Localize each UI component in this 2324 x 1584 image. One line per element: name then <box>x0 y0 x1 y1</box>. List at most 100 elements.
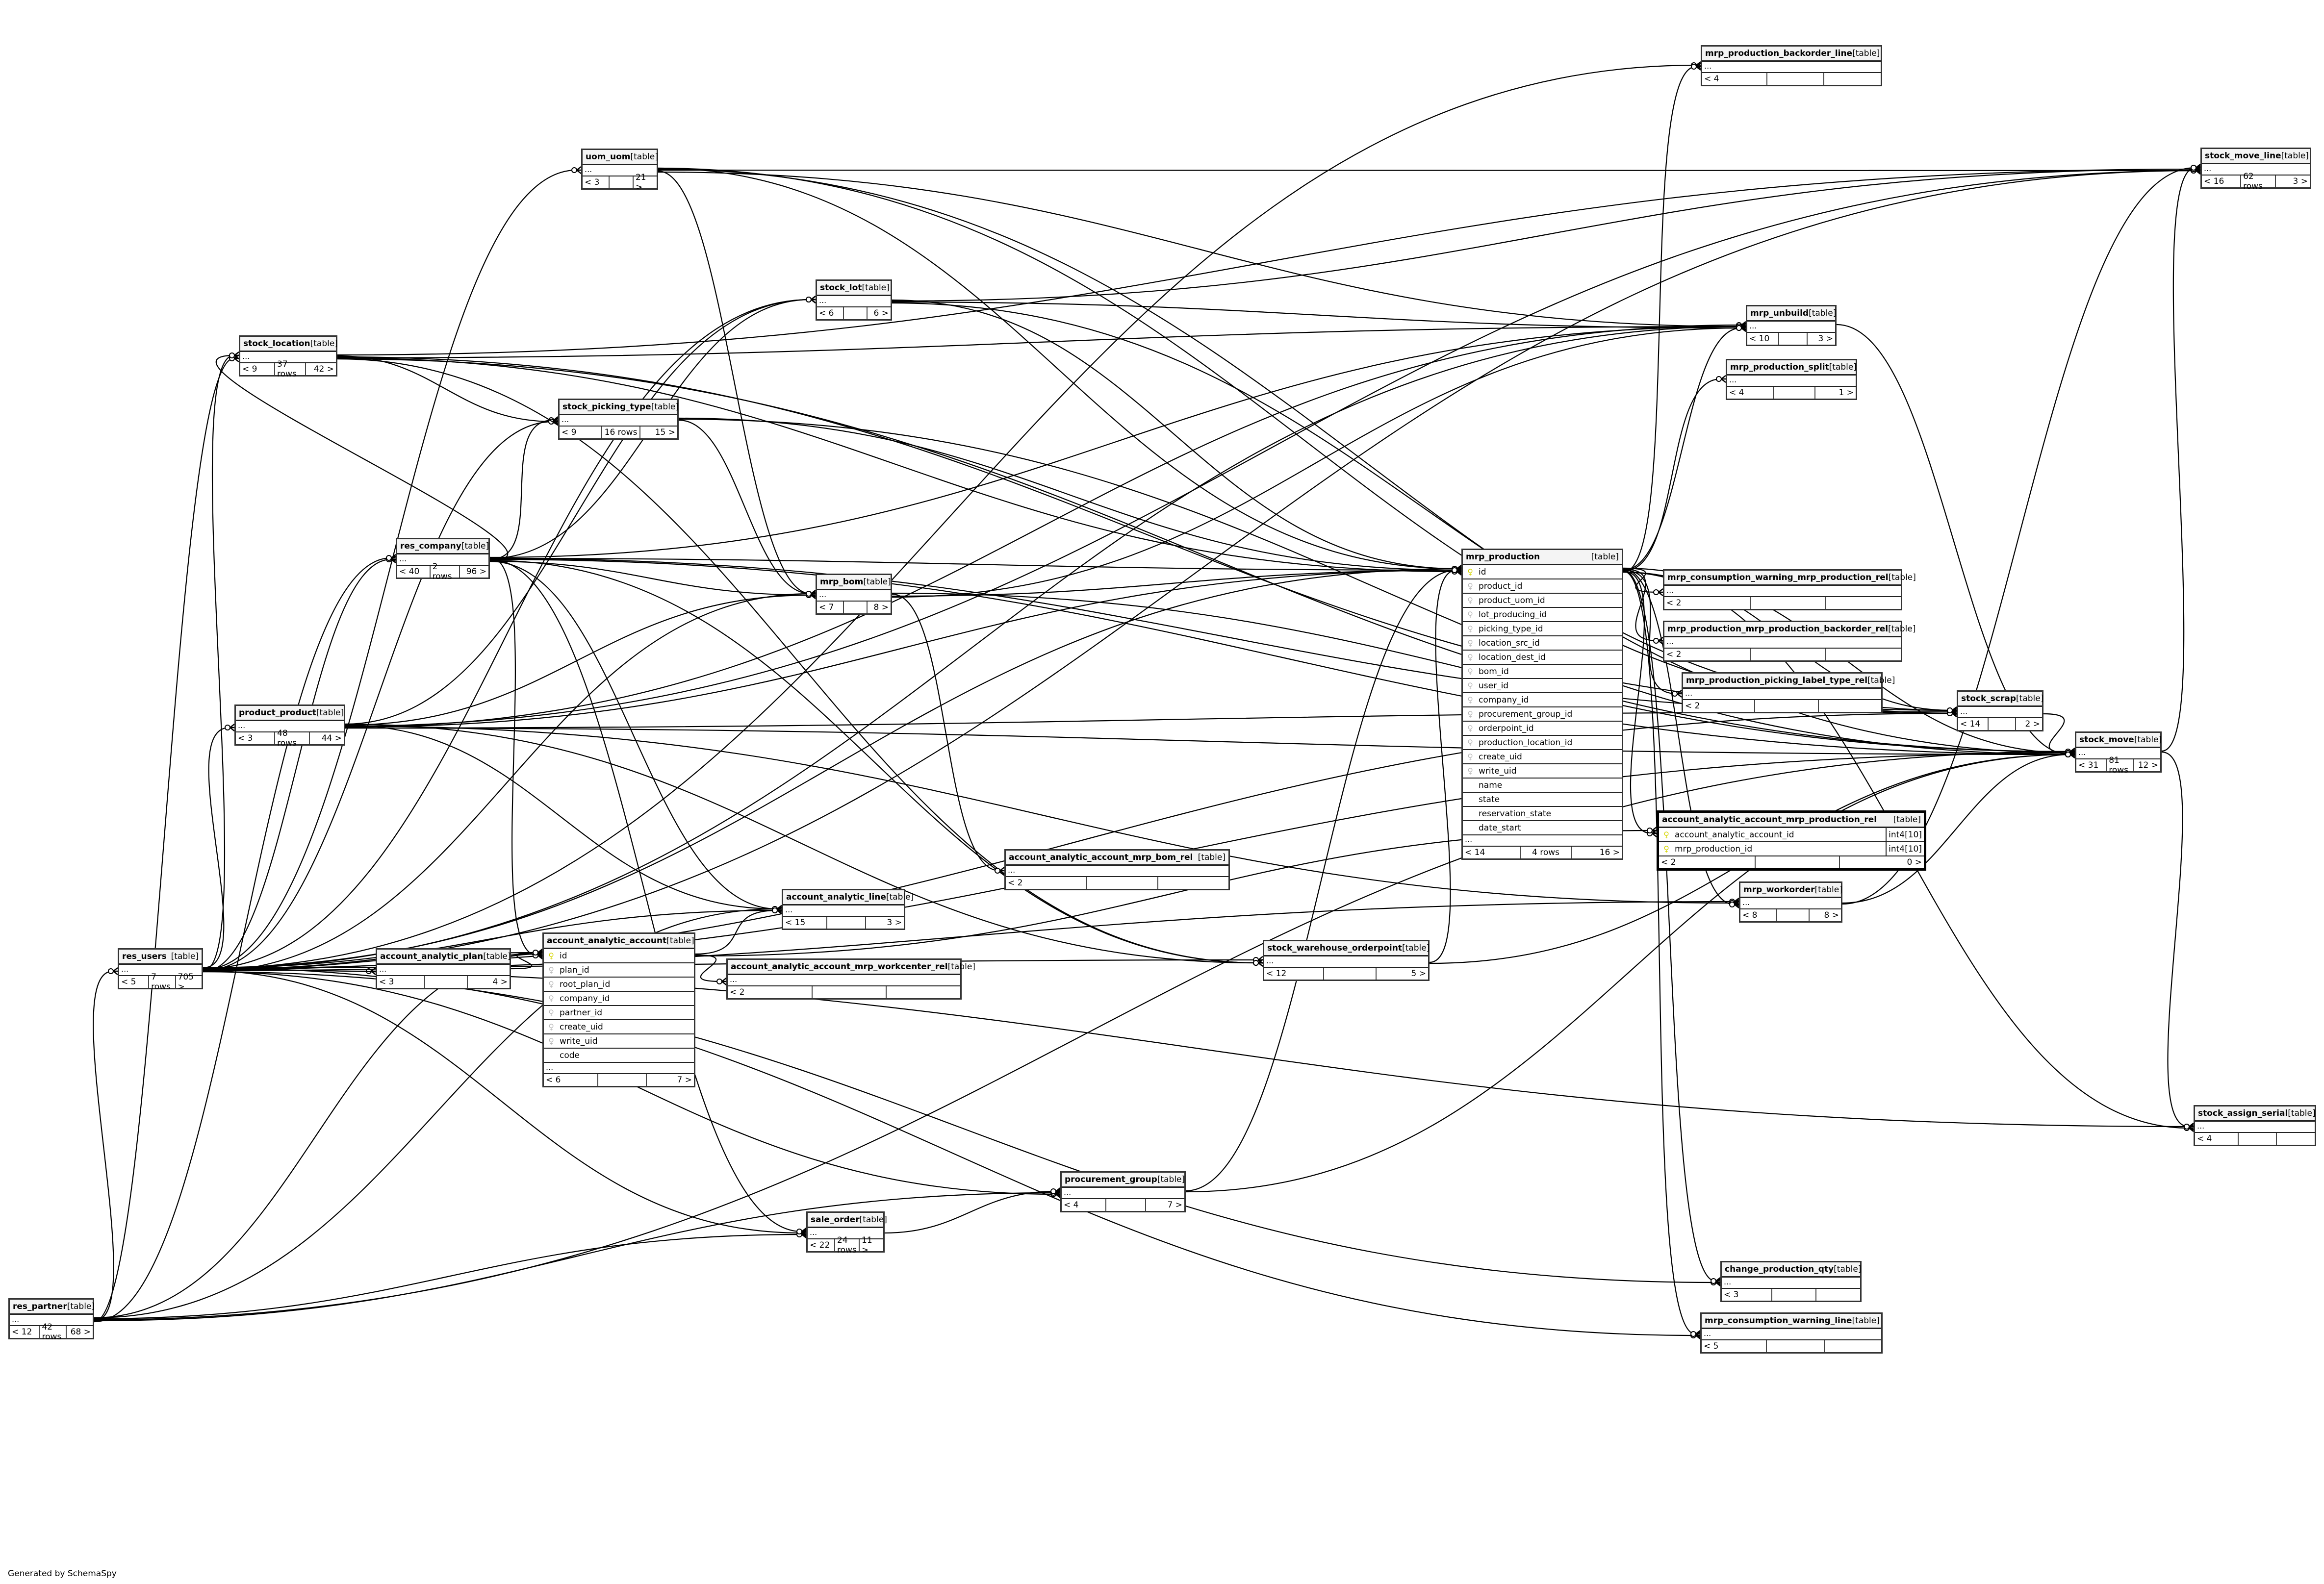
parent-count[interactable]: < 7 <box>817 602 844 613</box>
child-count[interactable] <box>887 986 960 998</box>
child-count[interactable]: 68 > <box>70 1327 91 1337</box>
table-name[interactable]: res_company <box>400 541 461 551</box>
row-count[interactable] <box>844 307 868 319</box>
table-name[interactable]: uom_uom <box>586 152 631 162</box>
parent-count[interactable]: < 15 <box>783 917 827 929</box>
parent-count[interactable]: < 5 <box>119 976 150 988</box>
child-count[interactable]: 2 > <box>2025 719 2040 729</box>
child-count[interactable]: 7 > <box>1167 1200 1182 1210</box>
table-change-production-qty[interactable]: change_production_qty[table]...< 3 <box>1720 1261 1862 1302</box>
child-count[interactable] <box>1826 649 1901 660</box>
table-name[interactable]: sale_order <box>811 1215 860 1225</box>
row-count[interactable] <box>425 976 468 988</box>
table-name[interactable]: stock_move_line <box>2205 151 2281 161</box>
parent-count[interactable]: < 10 <box>1747 333 1780 345</box>
row-count[interactable] <box>844 602 868 613</box>
row-count[interactable]: 2 rows <box>431 562 460 581</box>
column-row[interactable]: ♀bom_id <box>1463 665 1622 679</box>
row-count[interactable]: 7 rows <box>149 972 176 992</box>
row-count[interactable] <box>1751 597 1826 609</box>
column-row[interactable]: ♀root_plan_id <box>544 978 694 992</box>
child-count[interactable]: 0 > <box>1907 857 1922 867</box>
child-count[interactable] <box>1824 73 1881 85</box>
table-mrp-consumption-warning-line[interactable]: mrp_consumption_warning_line[table]...< … <box>1700 1312 1883 1354</box>
parent-count[interactable]: < 9 <box>560 427 603 438</box>
column-row[interactable]: ♀lot_producing_id <box>1463 608 1622 622</box>
column-row[interactable]: ♀company_id <box>1463 693 1622 707</box>
child-count[interactable]: 16 > <box>1599 848 1620 857</box>
parent-count[interactable]: < 4 <box>1702 73 1767 85</box>
child-count[interactable] <box>1816 1289 1860 1301</box>
row-count[interactable] <box>610 176 634 188</box>
row-count[interactable] <box>1751 649 1826 660</box>
child-count[interactable]: 96 > <box>466 567 486 577</box>
row-count[interactable]: 16 rows <box>602 427 640 438</box>
row-count[interactable] <box>1755 700 1819 712</box>
parent-count[interactable]: < 6 <box>817 307 844 319</box>
column-row[interactable]: ♀user_id <box>1463 679 1622 693</box>
table-account-analytic-account-mrp-workcenter-rel[interactable]: account_analytic_account_mrp_workcenter_… <box>726 958 975 1000</box>
table-account-analytic-account[interactable]: account_analytic_account[table]♀id♀plan_… <box>542 932 695 1087</box>
parent-count[interactable]: < 2 <box>1683 700 1756 712</box>
column-row[interactable]: ♀location_src_id <box>1463 636 1622 651</box>
column-row[interactable]: ♀location_dest_id <box>1463 651 1622 665</box>
table-name[interactable]: account_analytic_account_mrp_workcenter_… <box>731 962 948 972</box>
parent-count[interactable]: < 3 <box>583 176 610 188</box>
column-row[interactable]: ♀write_uid <box>1463 764 1622 779</box>
row-count[interactable] <box>813 986 887 998</box>
table-account-analytic-account-mrp-production-rel[interactable]: account_analytic_account_mrp_production_… <box>1657 810 1926 871</box>
column-row[interactable]: name <box>1463 779 1622 793</box>
row-count[interactable] <box>1772 1289 1817 1301</box>
table-name[interactable]: mrp_workorder <box>1743 885 1815 895</box>
row-count[interactable]: 62 rows <box>2241 172 2276 191</box>
child-count[interactable]: 8 > <box>873 603 889 612</box>
table-name[interactable]: mrp_bom <box>820 577 864 587</box>
table-name[interactable]: account_analytic_account_mrp_bom_rel <box>1009 853 1193 862</box>
column-row[interactable]: code <box>544 1049 694 1063</box>
parent-count[interactable]: < 9 <box>240 363 275 375</box>
column-row[interactable]: ♀id <box>1463 565 1622 579</box>
table-mrp-production[interactable]: mrp_production[table]♀id♀product_id♀prod… <box>1461 549 1623 860</box>
child-count[interactable]: 1 > <box>1839 388 1854 398</box>
table-name[interactable]: account_analytic_account <box>547 936 667 946</box>
parent-count[interactable]: < 2 <box>1664 649 1751 660</box>
column-row[interactable]: state <box>1463 793 1622 807</box>
table-name[interactable]: stock_warehouse_orderpoint <box>1267 943 1402 953</box>
parent-count[interactable]: < 12 <box>1264 968 1324 980</box>
child-count[interactable]: 5 > <box>1411 969 1426 979</box>
row-count[interactable] <box>1106 1199 1146 1211</box>
parent-count[interactable]: < 12 <box>10 1326 40 1338</box>
child-count[interactable]: 42 > <box>313 364 334 374</box>
child-count[interactable] <box>2277 1133 2315 1145</box>
child-count[interactable] <box>1819 700 1881 712</box>
parent-count[interactable]: < 14 <box>1463 847 1521 858</box>
parent-count[interactable]: < 2 <box>1664 597 1751 609</box>
table-stock-assign-serial[interactable]: stock_assign_serial[table]...< 4 <box>2194 1105 2316 1146</box>
child-count[interactable]: 3 > <box>1818 334 1833 344</box>
column-row[interactable]: ♀product_id <box>1463 579 1622 594</box>
row-count[interactable] <box>1756 856 1840 868</box>
table-name[interactable]: account_analytic_plan <box>380 952 484 961</box>
child-count[interactable] <box>1825 1340 1881 1352</box>
row-count[interactable]: 81 rows <box>2107 755 2134 775</box>
child-count[interactable]: 21 > <box>635 173 646 192</box>
row-count[interactable]: 24 rows <box>835 1235 860 1255</box>
table-mrp-production-picking-label-type-rel[interactable]: mrp_production_picking_label_type_rel[ta… <box>1682 672 1895 713</box>
table-name[interactable]: res_partner <box>13 1302 67 1311</box>
parent-count[interactable]: < 3 <box>1722 1289 1772 1301</box>
table-name[interactable]: mrp_unbuild <box>1750 308 1809 318</box>
row-count[interactable] <box>827 917 866 929</box>
column-row[interactable]: ♀orderpoint_id <box>1463 722 1622 736</box>
parent-count[interactable]: < 5 <box>1702 1340 1767 1352</box>
table-mrp-production-backorder-line[interactable]: mrp_production_backorder_line[table]...<… <box>1701 45 1882 86</box>
parent-count[interactable]: < 8 <box>1740 909 1777 921</box>
